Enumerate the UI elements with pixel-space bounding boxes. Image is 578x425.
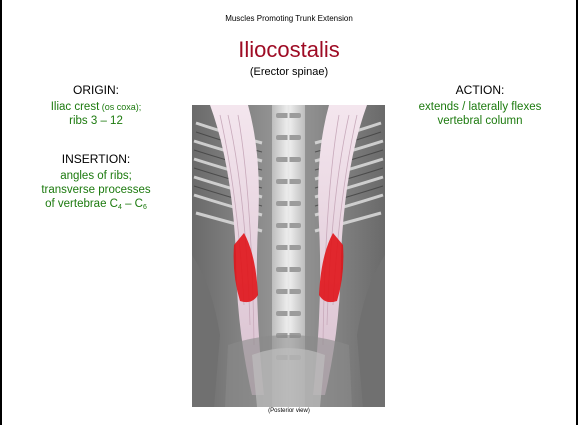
origin-line1-note: (os coxa);	[99, 102, 141, 112]
origin-line2: ribs 3 – 12	[69, 115, 123, 127]
posterior-back-svg	[192, 105, 385, 407]
slide-subtitle: (Erector spinae)	[0, 66, 578, 78]
image-caption: (Posterior view)	[0, 408, 578, 414]
insertion-label: INSERTION:	[0, 152, 192, 166]
slide-header: Muscles Promoting Trunk Extension	[0, 14, 578, 23]
insertion-line3-text: of vertebrae C	[45, 198, 118, 210]
origin-line1-main: Iliac crest	[51, 101, 100, 113]
action-line2: vertebral column	[437, 115, 522, 127]
insertion-block: INSERTION: angles of ribs; transverse pr…	[0, 152, 192, 215]
insertion-line1: angles of ribs;	[60, 170, 132, 182]
origin-label: ORIGIN:	[0, 83, 192, 97]
slide-title: Iliocostalis	[0, 37, 578, 63]
origin-text: Iliac crest (os coxa); ribs 3 – 12	[0, 100, 192, 128]
insertion-sub2: 6	[143, 204, 147, 211]
action-text: extends / laterally flexes vertebral col…	[385, 100, 575, 128]
insertion-text: angles of ribs; transverse processes of …	[0, 169, 192, 215]
insertion-line3: of vertebrae C4 – C6	[45, 198, 147, 210]
origin-block: ORIGIN: Iliac crest (os coxa); ribs 3 – …	[0, 83, 192, 128]
anatomy-illustration	[192, 105, 385, 407]
action-line1: extends / laterally flexes	[419, 101, 542, 113]
insertion-line2: transverse processes	[41, 184, 150, 196]
action-block: ACTION: extends / laterally flexes verte…	[385, 83, 575, 128]
insertion-dash: – C	[122, 198, 143, 210]
action-label: ACTION:	[385, 83, 575, 97]
